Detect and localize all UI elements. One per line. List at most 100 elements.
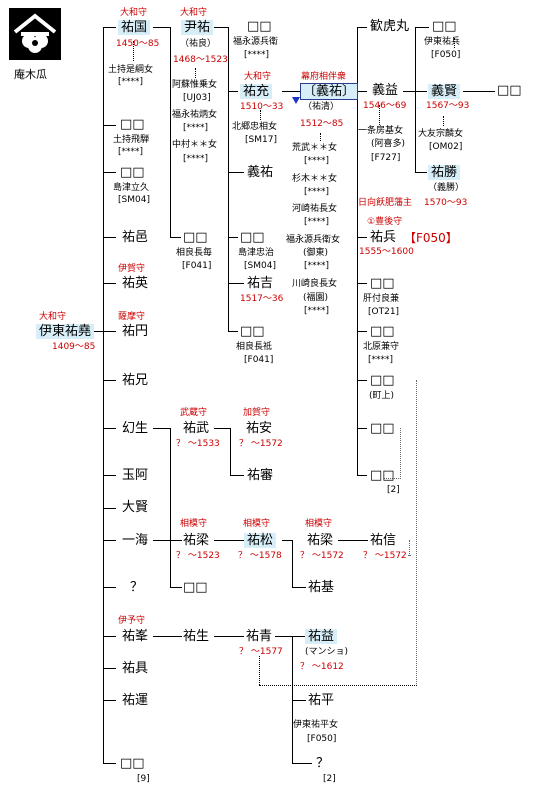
spouse-ref: [F041] [244, 355, 274, 365]
spouse-ref: [****] [183, 154, 209, 164]
person-years: 1546～69 [363, 101, 407, 111]
person-years: 1555～1600 [359, 247, 414, 257]
person-years: 1517～36 [240, 294, 284, 304]
spouse-name: 荒武＊＊女 [292, 143, 338, 153]
spouse-ref: [****] [304, 187, 330, 197]
person-name: □□ [120, 165, 145, 180]
person-name: 伊東祐堯 [36, 324, 95, 339]
spouse-ref: [****] [118, 77, 144, 87]
person-title: 相模守 [243, 519, 271, 529]
person-title: 大和守 [244, 72, 272, 82]
person-name: 祐国 [118, 20, 151, 35]
person-years: ？ ～1572 [239, 439, 283, 449]
person-years: ？ ～1523 [176, 551, 220, 561]
spouse-ref: [F041] [182, 261, 212, 271]
person-name: 一海 [122, 533, 149, 548]
spouse-name: 一条房基女 [358, 126, 404, 136]
spouse-alias: (阿喜多) [371, 139, 406, 149]
spouse-alias: (御東) [303, 248, 329, 258]
person-name: ？ [130, 580, 144, 595]
person-name: 祐円 [122, 324, 149, 339]
person-name: 祐信 [370, 533, 397, 548]
person-title: 薩摩守 [118, 312, 146, 322]
person-name: 祐青 [246, 629, 273, 644]
person-name: 歓虎丸 [370, 19, 410, 34]
person-name: 祐審 [247, 468, 274, 483]
spouse-ref: [****] [304, 261, 330, 271]
person-name: ？ [316, 756, 330, 771]
person-name: 義賢 [428, 84, 461, 99]
person-title: 大和守 [180, 8, 208, 18]
spouse-name: 土持飛騨 [113, 135, 150, 145]
spouse-name: 島津忠治 [238, 248, 275, 258]
person-years: 1512～85 [300, 119, 344, 129]
person-name: 幻生 [122, 421, 149, 436]
person-years: ？ ～1578 [238, 551, 282, 561]
person-alias: （義勝） [428, 183, 465, 193]
spouse-name: 中村＊＊女 [172, 140, 218, 150]
spouse-ref: [****] [304, 217, 330, 227]
person-title: 大和守 [120, 8, 148, 18]
person-title: 伊予守 [118, 616, 146, 626]
person-name: 祐充 [240, 84, 273, 99]
person-name: 祐益 [305, 629, 338, 644]
child-count: [2] [323, 774, 336, 784]
spouse-name: 福永祐炳女 [172, 110, 218, 120]
spouse-name: 川崎良長女 [292, 279, 338, 289]
spouse-name: 福永源兵衛 [233, 37, 279, 47]
arrow-down-icon [292, 97, 300, 104]
spouse-ref: [OT21] [368, 307, 400, 317]
spouse-alias: (福園) [303, 293, 329, 303]
person-name: 玉阿 [122, 468, 149, 483]
person-name: 祐勝 [428, 165, 461, 180]
person-alias: (マンショ) [305, 647, 349, 657]
spouse-name: 伊東祐兵 [424, 37, 461, 47]
person-years: ？ ～1572 [363, 551, 407, 561]
person-name: 祐吉 [247, 276, 274, 291]
person-years: 1510～33 [240, 102, 284, 112]
person-title: 相模守 [180, 519, 208, 529]
person-name: 祐松 [244, 533, 277, 548]
person-title: ①豊後守 [367, 217, 403, 227]
spouse-name: 肝付良兼 [363, 294, 400, 304]
person-years: 1468～1523 [173, 55, 228, 65]
person-name: 祐梁 [307, 533, 334, 548]
person-name: 祐運 [122, 693, 149, 708]
spouse-ref: [****] [304, 156, 330, 166]
person-years: ？ ～1533 [176, 439, 220, 449]
person-name: 〔義祐〕 [300, 83, 359, 100]
spouse-name: 北原兼守 [363, 342, 400, 352]
person-name: 義益 [372, 83, 399, 98]
spouse-name: 相良長毎 [176, 248, 213, 258]
family-link[interactable]: 【F050】 [404, 231, 458, 245]
person-name: □□ [183, 230, 208, 245]
person-name: 祐邑 [122, 230, 149, 245]
spouse-name: 島津立久 [113, 183, 150, 193]
person-name: □□ [370, 468, 395, 483]
person-name: □□ [432, 19, 457, 34]
spouse-name: 相良長祗 [236, 342, 273, 352]
spouse-name: 大友宗麟女 [418, 129, 464, 139]
person-years: 1567～93 [426, 101, 470, 111]
person-name: 祐梁 [183, 533, 210, 548]
spouse-name: 阿蘇惟乗女 [172, 80, 218, 90]
connector [94, 331, 103, 332]
person-name: □□ [120, 756, 145, 771]
person-years: 1409～85 [52, 342, 96, 352]
spouse-name: 伊東祐平女 [293, 720, 339, 730]
person-name: □□ [370, 276, 395, 291]
person-name: 祐安 [246, 421, 273, 436]
spouse-name: 土持是綱女 [108, 65, 154, 75]
spouse-ref: [****] [118, 147, 144, 157]
person-name: □□ [240, 230, 265, 245]
person-title: 相模守 [305, 519, 333, 529]
spouse-ref: [SM04] [118, 195, 150, 205]
spouse-name: 河崎祐長女 [292, 204, 338, 214]
person-name: □□ [247, 19, 272, 34]
person-title: 大和守 [39, 312, 67, 322]
person-title: 幕府相伴衆 [301, 72, 347, 82]
person-title: 武蔵守 [180, 408, 208, 418]
crest-label: 庵木瓜 [14, 68, 47, 81]
person-name: 義祐 [247, 165, 274, 180]
spouse-ref: [SM04] [244, 261, 276, 271]
